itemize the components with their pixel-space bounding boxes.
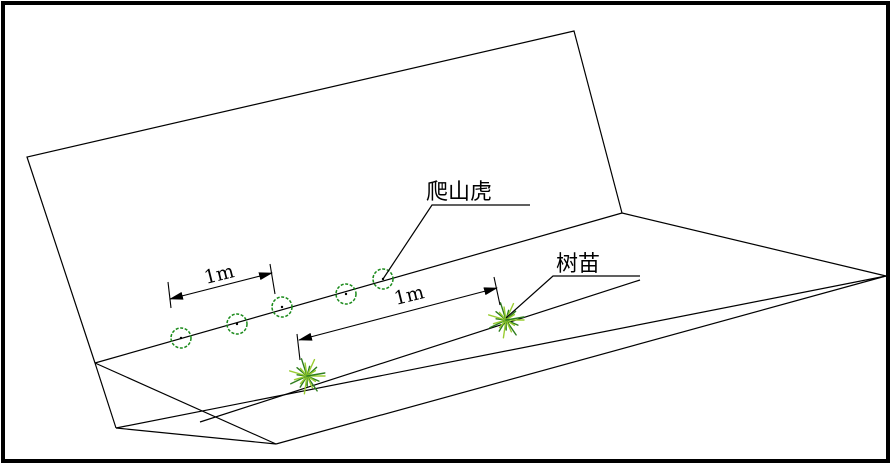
dimension-top: 1m — [167, 260, 276, 309]
climber-leader-line — [382, 204, 530, 280]
terrace-left-side — [94, 362, 117, 429]
terrace-left-bottom — [115, 427, 277, 445]
climber-plant-icon — [226, 313, 248, 335]
seedling-leader-line — [505, 275, 640, 319]
dimension-bottom: 1m — [296, 276, 501, 361]
seedling-row — [289, 302, 525, 395]
slope-face-outline — [26, 30, 623, 364]
seedling-shrub-icon — [488, 302, 525, 339]
seedling-callout: 树苗 — [505, 252, 640, 319]
dimension-line-top — [169, 272, 273, 300]
climber-center-dot — [280, 305, 284, 309]
climber-center-dot — [344, 292, 348, 296]
terrace-lower-edge — [275, 275, 887, 445]
dimension-line-bottom — [298, 287, 498, 341]
spacing-label-bottom: 1m — [392, 281, 427, 310]
seedling-shrub-icon — [289, 358, 326, 395]
spacing-label-top: 1m — [202, 260, 237, 289]
terrace-left-diagonal — [94, 362, 277, 445]
climber-center-dot — [179, 336, 183, 340]
terrace-front-edge — [115, 275, 887, 429]
terrace-back-edge — [621, 212, 887, 277]
seedling-row-line — [199, 279, 641, 423]
climber-plant-icon — [271, 296, 293, 318]
climber-center-dot — [235, 322, 239, 326]
climber-plant-icon — [170, 327, 192, 349]
climber-callout: 爬山虎 — [382, 180, 530, 280]
slope-toe-line — [94, 212, 623, 364]
seedling-label: 树苗 — [556, 252, 600, 277]
climber-label: 爬山虎 — [426, 180, 492, 205]
